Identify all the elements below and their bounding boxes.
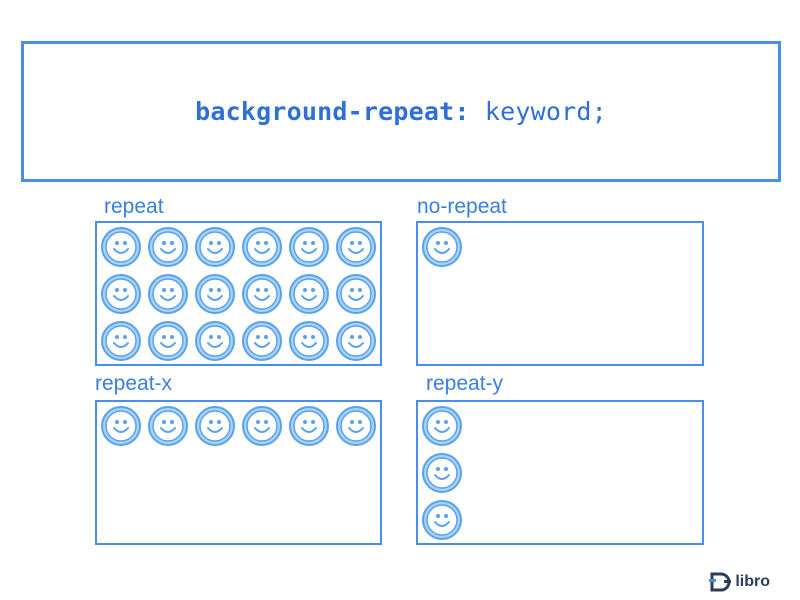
smiley-face-icon — [288, 320, 330, 362]
d-logo-mark-icon — [709, 572, 732, 592]
smiley-face-icon — [147, 320, 189, 362]
smiley-face-icon — [421, 405, 463, 447]
smiley-face-icon — [421, 452, 463, 494]
repeat-x-label: repeat-x — [95, 372, 173, 395]
brand-name: libro — [735, 573, 770, 590]
smiley-face-icon — [147, 273, 189, 315]
css-value: keyword; — [484, 97, 607, 126]
smiley-face-icon — [335, 226, 377, 268]
css-property: background-repeat: — [195, 97, 470, 126]
code-line: background-repeat: keyword; — [195, 97, 607, 126]
smiley-face-icon — [421, 226, 463, 268]
smiley-face-icon — [194, 405, 236, 447]
code-display-box: background-repeat: keyword; — [21, 41, 781, 182]
smiley-face-icon — [100, 273, 142, 315]
smiley-face-icon — [288, 226, 330, 268]
repeat-y-label: repeat-y — [426, 372, 504, 395]
no-repeat-demo-box — [416, 221, 704, 366]
smiley-face-icon — [194, 320, 236, 362]
smiley-face-icon — [288, 273, 330, 315]
smiley-face-icon — [100, 320, 142, 362]
smiley-face-icon — [147, 405, 189, 447]
d-libro-logo: libro — [709, 571, 770, 593]
smiley-face-icon — [288, 405, 330, 447]
smiley-face-icon — [335, 320, 377, 362]
smiley-face-icon — [147, 226, 189, 268]
repeat-label: repeat — [104, 195, 164, 218]
smiley-face-icon — [241, 405, 283, 447]
repeat-y-demo-box — [416, 400, 704, 545]
smiley-face-icon — [421, 499, 463, 541]
smiley-face-icon — [194, 273, 236, 315]
smiley-face-icon — [241, 226, 283, 268]
no-repeat-label: no-repeat — [417, 195, 507, 218]
repeat-demo-box — [95, 221, 382, 366]
smiley-face-icon — [100, 226, 142, 268]
smiley-face-icon — [335, 405, 377, 447]
smiley-face-icon — [241, 320, 283, 362]
repeat-x-demo-box — [95, 400, 382, 545]
smiley-face-icon — [100, 405, 142, 447]
smiley-face-icon — [241, 273, 283, 315]
smiley-face-icon — [335, 273, 377, 315]
smiley-face-icon — [194, 226, 236, 268]
